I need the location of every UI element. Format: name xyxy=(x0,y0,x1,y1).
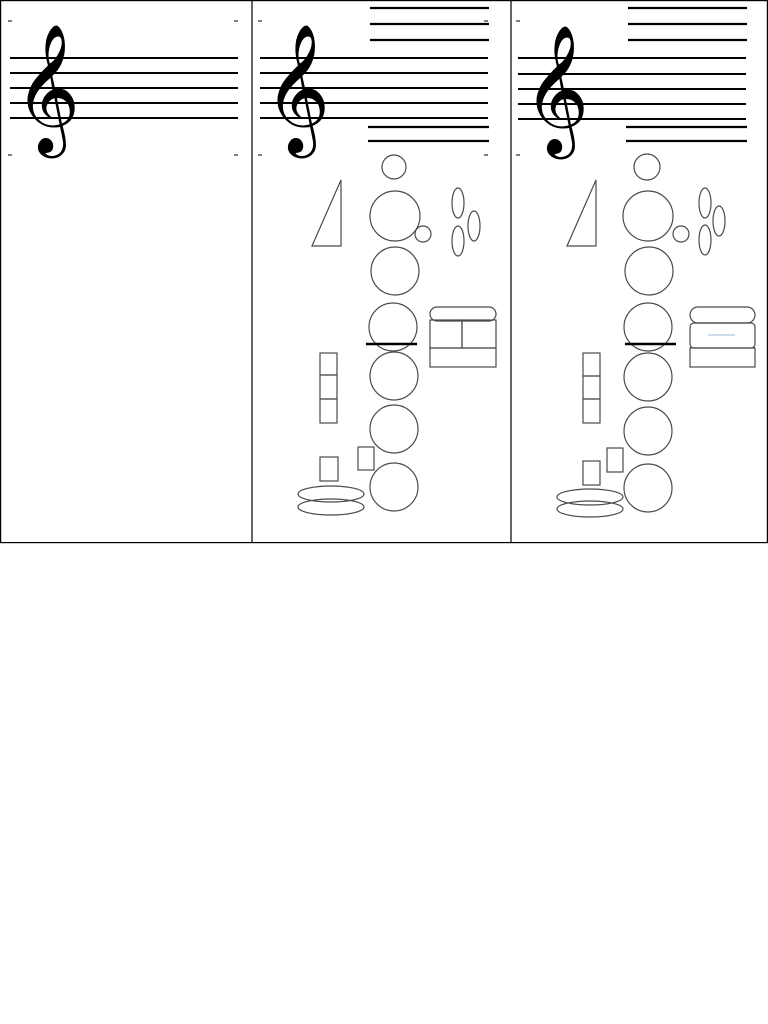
tone-hole-5 xyxy=(623,406,673,456)
staff-lines xyxy=(260,57,488,119)
side-key-triangle xyxy=(311,179,342,247)
crop-marks xyxy=(8,20,238,156)
frame-border xyxy=(0,0,768,544)
panel-1: 𝄞 xyxy=(8,20,238,159)
ledger-lines-below xyxy=(368,125,489,143)
lower-side-key xyxy=(582,460,601,486)
thumb-hole xyxy=(381,154,407,180)
pinky-key-right xyxy=(461,319,497,349)
side-key-3 xyxy=(582,398,601,424)
side-key-1 xyxy=(582,352,601,377)
trill-key-small xyxy=(414,225,432,243)
side-key-3 xyxy=(319,398,338,424)
pinky-key-bottom xyxy=(689,347,756,368)
side-key-triangle xyxy=(566,179,597,247)
trill-key-small xyxy=(672,225,690,243)
treble-clef-icon: 𝄞 xyxy=(264,23,330,159)
side-key-2 xyxy=(319,374,338,400)
pinky-key-bottom xyxy=(429,347,497,368)
side-key-1 xyxy=(319,352,338,376)
side-key-2 xyxy=(582,375,601,400)
panel-3: 𝄞 xyxy=(516,6,756,518)
tone-hole-3 xyxy=(623,302,673,352)
fingering-diagram xyxy=(297,154,497,516)
ledger-lines-below xyxy=(626,125,747,143)
tone-hole-1 xyxy=(369,190,421,242)
tone-hole-6 xyxy=(623,463,673,513)
tone-hole-5 xyxy=(369,404,419,454)
tone-hole-4 xyxy=(369,351,419,401)
right-pinky-key xyxy=(357,446,375,471)
right-pinky-key xyxy=(606,447,624,473)
staff-lines xyxy=(10,57,238,119)
ledger-lines-above xyxy=(370,6,489,42)
trill-key-1 xyxy=(451,187,465,219)
tone-hole-4 xyxy=(623,352,673,402)
crop-marks xyxy=(516,20,520,156)
low-key-1 xyxy=(297,485,365,503)
lower-side-key xyxy=(319,456,339,482)
thumb-hole xyxy=(633,153,661,181)
crop-marks xyxy=(258,20,488,156)
trill-key-3 xyxy=(451,225,465,257)
treble-clef-icon: 𝄞 xyxy=(14,23,80,159)
tone-hole-6 xyxy=(369,462,419,512)
low-key-2 xyxy=(556,500,624,518)
low-key-1 xyxy=(556,488,624,506)
tone-hole-1 xyxy=(622,190,674,242)
trill-key-2 xyxy=(467,210,481,242)
pinky-key-top xyxy=(689,306,756,324)
tone-hole-2 xyxy=(624,246,674,296)
pinky-key-left xyxy=(429,319,463,349)
ledger-lines-above xyxy=(628,6,747,42)
tone-hole-2 xyxy=(370,246,420,296)
low-key-2 xyxy=(297,498,365,516)
staff-lines xyxy=(518,57,746,120)
panel-2: 𝄞 xyxy=(258,6,497,516)
panel-frame xyxy=(0,0,768,544)
tone-hole-3 xyxy=(368,302,418,352)
pinky-key-top xyxy=(429,306,497,322)
trill-key-1 xyxy=(698,187,712,219)
treble-clef-icon: 𝄞 xyxy=(523,24,589,160)
trill-key-3 xyxy=(698,224,712,256)
trill-key-2 xyxy=(712,205,726,237)
fingering-diagram xyxy=(556,153,756,518)
